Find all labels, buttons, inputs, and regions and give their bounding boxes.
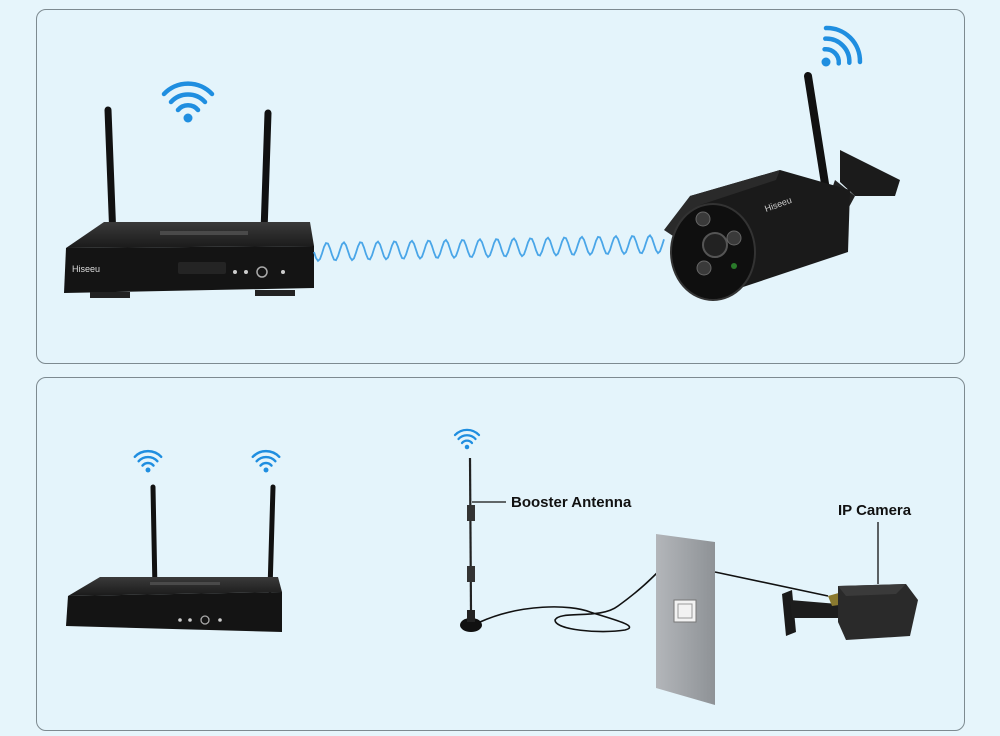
wifi-icon	[453, 428, 481, 450]
wifi-icon	[821, 25, 863, 67]
bullet-camera	[782, 522, 918, 640]
antenna-cable	[479, 565, 665, 633]
booster-antenna	[460, 457, 506, 632]
camera-cable	[714, 571, 829, 597]
nvr-device: Hiseeu	[64, 106, 314, 298]
ip-camera-label: IP Camera	[838, 502, 912, 519]
nvr-device	[66, 484, 282, 632]
bullet-camera: Hiseeu	[664, 72, 900, 301]
wifi-icon	[161, 81, 215, 123]
booster-antenna-label: Booster Antenna	[511, 494, 632, 511]
wireless-signal-wave	[313, 234, 665, 263]
nvr-brand-logo: Hiseeu	[72, 264, 100, 274]
booster-antenna-panel	[36, 377, 965, 731]
wifi-icon	[251, 449, 281, 473]
wall-panel	[656, 534, 715, 705]
wifi-icon	[133, 449, 163, 473]
